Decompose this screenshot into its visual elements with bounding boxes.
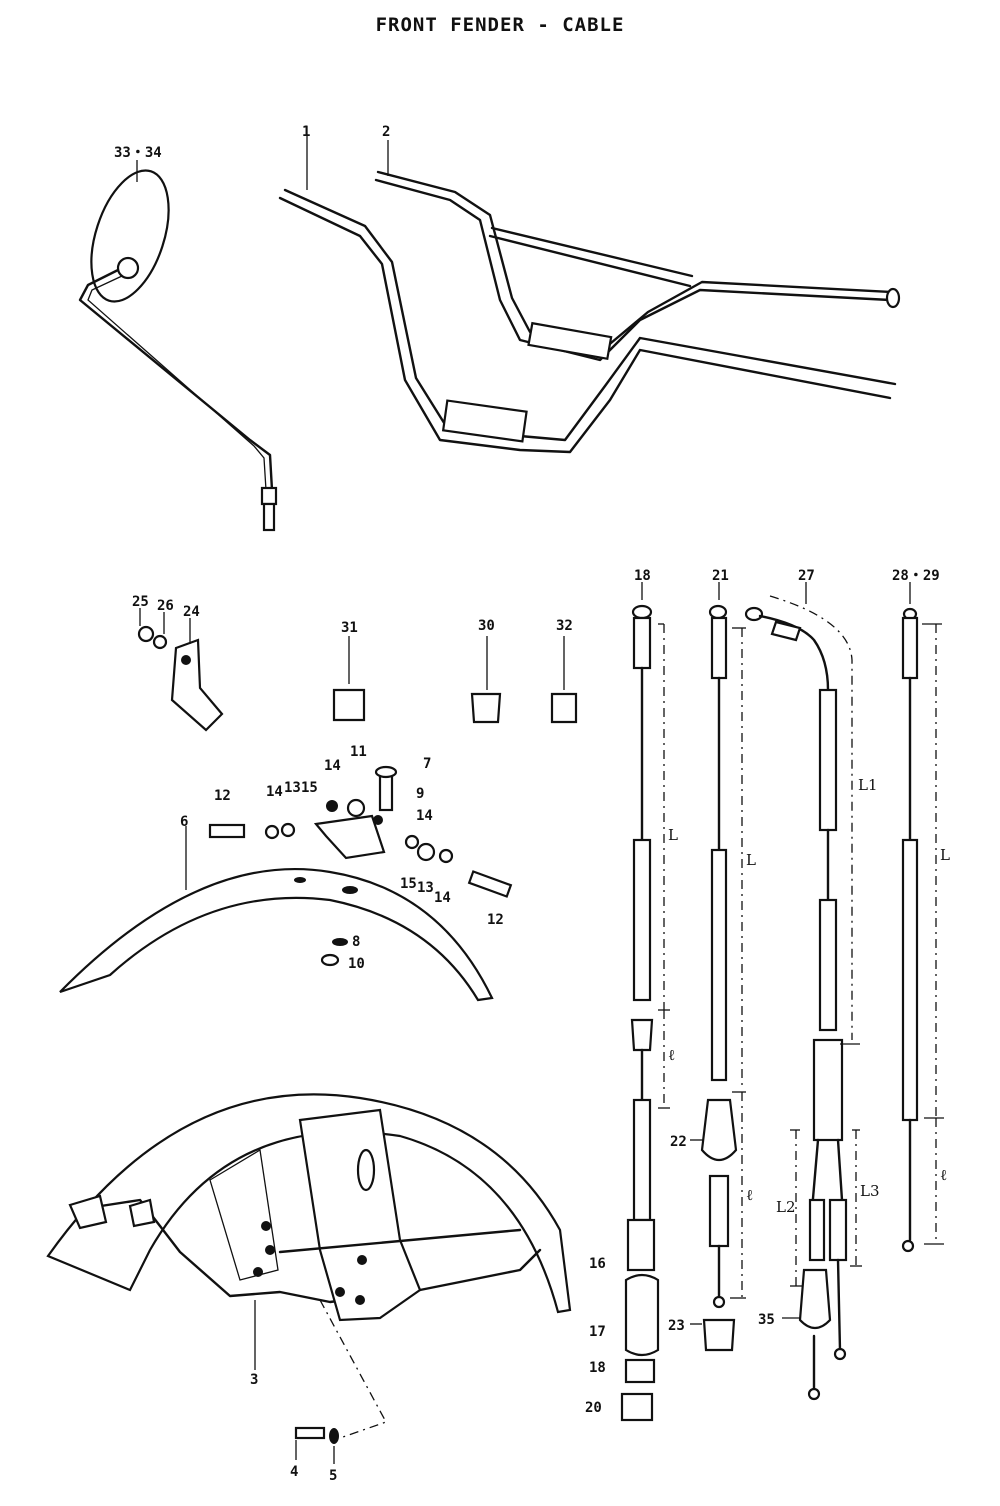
bracket-icon: [137, 608, 224, 732]
cable-icon: [744, 582, 862, 1401]
front-fender-assembly-icon: [46, 1093, 572, 1464]
label-2: 2: [382, 124, 390, 140]
dim-l-cable-21: ℓ: [746, 1186, 753, 1204]
cable-clip-icons: [332, 636, 578, 724]
label-14-a: 14: [266, 784, 283, 800]
label-30: 30: [478, 618, 495, 634]
label-9: 9: [416, 786, 424, 802]
label-3: 3: [250, 1372, 258, 1388]
label-5: 5: [329, 1468, 337, 1484]
label-6: 6: [180, 814, 188, 830]
label-33-34: 33・34: [114, 145, 162, 161]
label-8: 8: [352, 934, 360, 950]
dim-L1-cable-27: L1: [858, 776, 878, 794]
label-27: 27: [798, 568, 815, 584]
label-7: 7: [423, 756, 431, 772]
label-14-d: 14: [434, 890, 451, 906]
label-17: 17: [589, 1324, 606, 1340]
label-14-b: 14: [324, 758, 341, 774]
label-10: 10: [348, 956, 365, 972]
label-14-c: 14: [416, 808, 433, 824]
label-15-b: 15: [400, 876, 417, 892]
label-12-bottom: 12: [487, 912, 504, 928]
label-18-top: 18: [634, 568, 651, 584]
cable-icon: [620, 582, 670, 1422]
label-22: 22: [670, 1134, 687, 1150]
dim-L2-cable-27: L2: [776, 1198, 796, 1216]
dim-L3-cable-27: L3: [860, 1182, 880, 1200]
dim-l-cable-28: ℓ: [940, 1166, 947, 1184]
label-20: 20: [585, 1400, 602, 1416]
label-15-a: 15: [301, 780, 318, 796]
label-18-bottom: 18: [589, 1360, 606, 1376]
label-28-29: 28・29: [892, 568, 940, 584]
cable-icon: [901, 582, 944, 1253]
dim-L-cable-28: L: [940, 846, 950, 864]
label-16: 16: [589, 1256, 606, 1272]
dim-L-cable-21: L: [746, 851, 756, 869]
label-21: 21: [712, 568, 729, 584]
label-13-b: 13: [417, 880, 434, 896]
label-4: 4: [290, 1464, 298, 1480]
label-32: 32: [556, 618, 573, 634]
dim-L-cable-18: L: [668, 826, 678, 844]
mirror-icon: [78, 160, 278, 532]
label-26: 26: [157, 598, 174, 614]
label-12-top: 12: [214, 788, 231, 804]
label-31: 31: [341, 620, 358, 636]
handlebar-icon: [278, 126, 901, 454]
dim-l-cable-18: ℓ: [668, 1046, 675, 1064]
label-1: 1: [302, 124, 310, 140]
label-25: 25: [132, 594, 149, 610]
label-24: 24: [183, 604, 200, 620]
label-13-a: 13: [284, 780, 301, 796]
label-23: 23: [668, 1318, 685, 1334]
label-11: 11: [350, 744, 367, 760]
fender-icon: [59, 765, 513, 1002]
diagram-title: FRONT FENDER - CABLE: [375, 14, 625, 36]
cable-icon: [690, 582, 746, 1352]
label-35: 35: [758, 1312, 775, 1328]
